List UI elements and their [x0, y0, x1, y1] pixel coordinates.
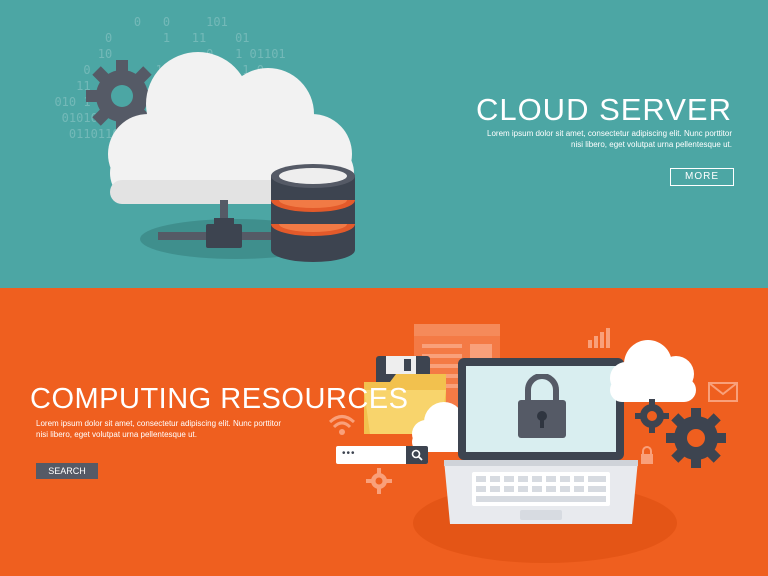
search-dots: •••: [342, 448, 356, 459]
description-line-1: Lorem ipsum dolor sit amet, consectetur …: [36, 419, 281, 428]
search-field-illustration: •••: [336, 446, 428, 464]
page-title-cloud-server: CLOUD SERVER: [475, 92, 732, 127]
description-line-1: Lorem ipsum dolor sit amet, consectetur …: [487, 129, 732, 138]
network-connector: [158, 200, 282, 248]
cloud-icon-right: [610, 340, 696, 402]
description-line-2: nisi libero, eget volutpat urna pellente…: [36, 430, 197, 439]
padlock-icon: [518, 374, 566, 438]
page-title-computing-resources: COMPUTING RESOURCES: [30, 383, 409, 415]
wifi-icon: [328, 415, 356, 435]
padlock-icon-small: [641, 446, 653, 464]
gear-icon-large: [666, 408, 726, 468]
gear-icon: [86, 60, 158, 132]
envelope-icon: [708, 382, 738, 402]
cloud-server-description: Lorem ipsum dolor sit amet, consectetur …: [432, 128, 732, 150]
database-icon: [271, 164, 355, 262]
computing-resources-description: Lorem ipsum dolor sit amet, consectetur …: [36, 418, 296, 440]
bar-chart-icon: [588, 328, 610, 348]
more-button[interactable]: MORE: [670, 168, 734, 186]
gear-icon-small: [635, 399, 669, 433]
magnifier-icon: [406, 446, 428, 464]
description-line-2: nisi libero, eget volutpat urna pellente…: [571, 140, 732, 149]
cloud-server-banner: 0 0 101 0 1 11 01 10 0 1 01101 0 1 11 1 …: [0, 0, 768, 288]
gear-icon-orange: [366, 468, 392, 494]
search-button[interactable]: SEARCH: [36, 463, 98, 479]
computing-resources-banner: ••• COMPUTING RESOURCES Lorem ipsum dolo…: [0, 288, 768, 576]
